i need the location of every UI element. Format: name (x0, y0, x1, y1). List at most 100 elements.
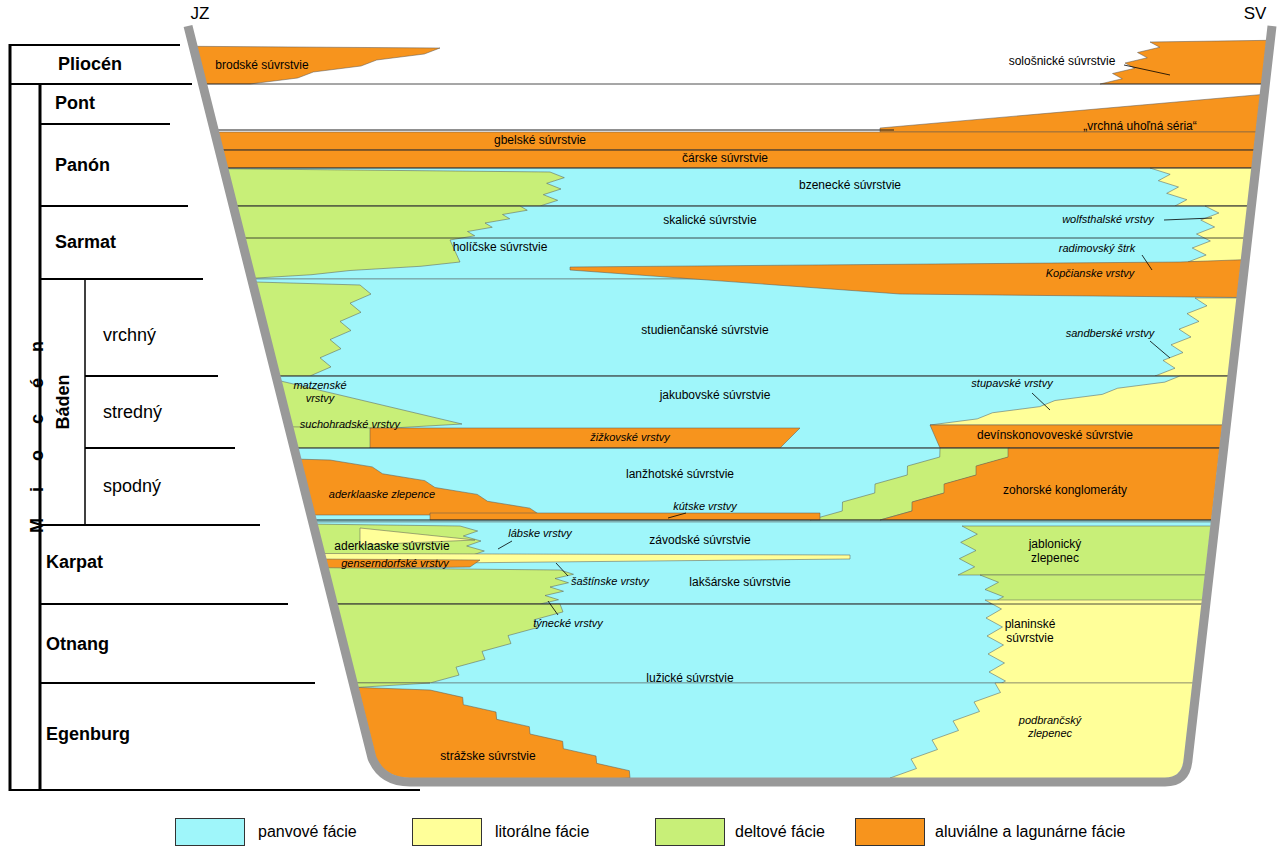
formation-name: devínskonovoveské súvrstvie (977, 429, 1133, 443)
stage-cell: stredný (85, 376, 235, 448)
facies-region (150, 553, 850, 566)
formation-name: lábske vrstvy (508, 527, 572, 540)
formation-name: holíčske súvrstvie (453, 241, 548, 255)
leader-lines (498, 65, 1212, 615)
legend-text: deltové fácie (735, 823, 825, 841)
formation-name: skalické súvrstvie (663, 214, 756, 228)
formation-name: kútske vrstvy (673, 500, 737, 513)
stage-cell: Sarmat (40, 206, 203, 279)
formation-name: suchohradské vrstvy (300, 418, 400, 431)
formation-name: jablonický zlepenec (1015, 538, 1095, 566)
facies-region (150, 206, 527, 279)
stage-cell: Karpat (40, 525, 288, 604)
legend-swatch (412, 818, 482, 846)
formation-name: zohorské konglomeráty (1003, 484, 1127, 498)
stage-cell: vrchný stredný spodný Báden (40, 279, 260, 525)
formation-name: „vrchná uhoľná séria“ (1083, 120, 1197, 134)
stage-cell: spodný (85, 448, 260, 525)
formation-name: planinské súvrstvie (990, 618, 1070, 646)
facies-region (150, 20, 1278, 800)
formation-name: stupavské vrstvy (971, 377, 1052, 390)
legend-swatch (175, 818, 245, 846)
formation-name: matzenské vrstvy (285, 379, 355, 404)
facies-region (150, 150, 1278, 168)
layer-boundary (150, 604, 1278, 605)
formation-name: podbrančský zlepenec (1010, 714, 1090, 739)
formation-name: lanžhotské súvrstvie (626, 468, 734, 482)
formation-name: jakubovské súvrstvie (660, 389, 771, 403)
unconformity (150, 129, 894, 130)
facies-region (985, 600, 1278, 690)
facies-region (958, 526, 1278, 575)
formation-name: gbelské súvrstvie (494, 134, 586, 148)
facies-region (1100, 40, 1278, 84)
formation-name: studienčanské súvrstvie (641, 324, 768, 338)
facies-region (430, 513, 820, 520)
stage-name: spodný (103, 477, 161, 497)
formation-name: Kopčianske vrstvy (1046, 267, 1135, 280)
facies-region (150, 455, 540, 515)
facies-region (150, 566, 574, 604)
formation-name: radimovský štrk (1059, 242, 1135, 255)
facies-region (150, 448, 1278, 522)
stage-cell: Otnang (40, 604, 315, 683)
formation-name: šaštínske vrstvy (571, 575, 649, 588)
stage-cell: PontPanónSarmat vrchný stredný spodný BádenK… (10, 84, 310, 790)
legend-swatch (855, 818, 925, 846)
stage-cell: Egenburg (40, 683, 340, 790)
facies-region (1155, 298, 1278, 376)
legend-text: litorálne fácie (495, 823, 589, 841)
facies-region (150, 425, 380, 448)
formation-name: týnecké vrstvy (533, 617, 603, 630)
facies-region (150, 604, 563, 683)
stage-cell: Panón (40, 124, 188, 206)
facies-region (360, 528, 475, 545)
formation-name: lakšárske súvrstvie (689, 576, 790, 590)
formation-name: strážske súvrstvie (440, 750, 535, 764)
layer-boundary (150, 376, 1278, 377)
layer-boundary (150, 150, 1278, 151)
stage-cell: Pont (40, 84, 170, 124)
stage-name: Pliocén (58, 55, 122, 75)
stage-name: Pont (55, 94, 95, 114)
formation-name: brodské súvrstvie (215, 59, 308, 73)
facies-region (150, 168, 1278, 206)
formation-name: sandberské vrstvy (1066, 327, 1155, 340)
formation-name: lužické súvrstvie (646, 672, 733, 686)
time-scale-grid (10, 44, 420, 791)
legend-text: panvové fácie (258, 823, 357, 841)
layer-boundary (150, 448, 1278, 449)
formation-name: aderklaaske zlepence (329, 488, 435, 501)
facies-fill (150, 20, 1278, 800)
stage-name-vertical: Báden (53, 374, 73, 429)
stage-cell: Pliocén (10, 45, 185, 84)
layer-boundary (150, 206, 1278, 207)
formation-name: závodské súvrstvie (649, 534, 750, 548)
stage-name: Otnang (46, 635, 109, 655)
direction-label: SV (1244, 4, 1267, 24)
legend-text: aluviálne a lagunárne fácie (935, 823, 1125, 841)
stage-cell: vrchný (85, 279, 218, 376)
stage-name: stredný (103, 403, 162, 423)
facies-region (1188, 206, 1278, 262)
facies-region (370, 428, 800, 448)
facies-region (880, 92, 1278, 132)
facies-region (150, 168, 564, 206)
stage-name: Karpat (46, 553, 103, 573)
stage-name: vrchný (103, 326, 156, 346)
stage-name: Sarmat (55, 233, 116, 253)
formation-name: genserndorfské vrstvy (341, 557, 449, 570)
layer-boundary (150, 238, 1278, 239)
layer-boundary (150, 168, 1278, 169)
formation-name: wolfsthalské vrstvy (1062, 213, 1154, 226)
formation-name: čárske súvrstvie (682, 152, 768, 166)
basin-wall (188, 26, 1272, 782)
formation-name: bzenecké súvrstvie (799, 179, 901, 193)
formation-name: žižkovské vrstvy (590, 431, 669, 444)
stage-name: Panón (55, 156, 110, 176)
formation-name: aderklaaske súvrstvie (334, 540, 449, 554)
formation-name: sološnické súvrstvie (1009, 55, 1116, 69)
unconformity (150, 519, 1278, 520)
layer-boundaries (150, 84, 1278, 604)
